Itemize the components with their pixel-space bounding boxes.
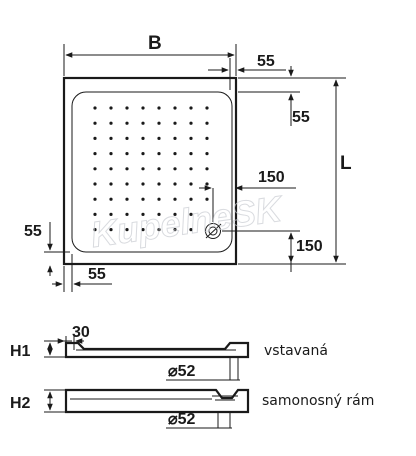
dim-drain-y-label: 150 — [296, 238, 323, 255]
anti-slip-dot — [189, 121, 193, 125]
anti-slip-dot — [173, 121, 177, 125]
anti-slip-dot — [205, 197, 209, 201]
anti-slip-dot — [189, 152, 193, 156]
dim-rim-bottom-label: 55 — [88, 266, 106, 283]
anti-slip-dot — [125, 182, 129, 186]
anti-slip-dot — [141, 182, 145, 186]
anti-slip-dot — [189, 212, 193, 216]
plan-view: B 55 55 L 150 150 55 — [24, 33, 352, 292]
anti-slip-dots — [93, 106, 209, 232]
dim-length-label: L — [340, 153, 352, 174]
anti-slip-dot — [109, 106, 113, 110]
anti-slip-dot — [173, 152, 177, 156]
anti-slip-dot — [205, 182, 209, 186]
anti-slip-dot — [93, 212, 97, 216]
anti-slip-dot — [189, 136, 193, 140]
anti-slip-dot — [141, 197, 145, 201]
built-in-description: vstavaná — [264, 343, 328, 359]
anti-slip-dot — [173, 197, 177, 201]
anti-slip-dot — [125, 136, 129, 140]
anti-slip-dot — [157, 136, 161, 140]
anti-slip-dot — [157, 212, 161, 216]
watermark: KupelneSK — [88, 187, 287, 255]
anti-slip-dot — [125, 106, 129, 110]
anti-slip-dot — [141, 106, 145, 110]
anti-slip-dot — [173, 136, 177, 140]
anti-slip-dot — [93, 167, 97, 171]
anti-slip-dot — [205, 136, 209, 140]
anti-slip-dot — [93, 228, 97, 232]
anti-slip-dot — [173, 106, 177, 110]
drain-diameter-1-label: ⌀52 — [168, 363, 196, 380]
anti-slip-dot — [93, 106, 97, 110]
anti-slip-dot — [125, 121, 129, 125]
anti-slip-dot — [189, 167, 193, 171]
dim-drain-x-label: 150 — [258, 169, 285, 186]
anti-slip-dot — [109, 228, 113, 232]
drain-diameter-2-label: ⌀52 — [168, 411, 196, 428]
anti-slip-dot — [109, 152, 113, 156]
tray-outline — [62, 76, 238, 266]
anti-slip-dot — [205, 106, 209, 110]
anti-slip-dot — [173, 228, 177, 232]
anti-slip-dot — [205, 121, 209, 125]
anti-slip-dot — [141, 212, 145, 216]
frame-tray-section — [64, 388, 250, 414]
height-h1-label: H1 — [10, 343, 31, 360]
profile-built-in: H1 30 ⌀52 vstavaná — [10, 324, 328, 381]
anti-slip-dot — [93, 121, 97, 125]
anti-slip-dot — [125, 152, 129, 156]
dim-rim-left-label: 55 — [24, 223, 42, 240]
anti-slip-dot — [125, 228, 129, 232]
anti-slip-dot — [109, 197, 113, 201]
frame-description: samonosný rám — [262, 393, 374, 409]
anti-slip-dot — [141, 167, 145, 171]
anti-slip-dot — [93, 197, 97, 201]
anti-slip-dot — [157, 167, 161, 171]
dim-rim-right-top-label: 55 — [292, 109, 310, 126]
tray-basin — [71, 91, 233, 253]
anti-slip-dot — [189, 182, 193, 186]
anti-slip-dot — [173, 182, 177, 186]
anti-slip-dot — [109, 121, 113, 125]
anti-slip-dot — [189, 228, 193, 232]
anti-slip-dot — [157, 106, 161, 110]
anti-slip-dot — [125, 167, 129, 171]
anti-slip-dot — [141, 152, 145, 156]
anti-slip-dot — [173, 167, 177, 171]
anti-slip-dot — [109, 182, 113, 186]
height-h2-label: H2 — [10, 395, 31, 412]
anti-slip-dot — [141, 136, 145, 140]
drain-icon — [205, 223, 222, 239]
rim-30-label: 30 — [72, 324, 90, 341]
anti-slip-dot — [157, 228, 161, 232]
anti-slip-dot — [141, 228, 145, 232]
dim-rim-top-right-label: 55 — [257, 53, 275, 70]
anti-slip-dot — [93, 152, 97, 156]
anti-slip-dot — [189, 197, 193, 201]
anti-slip-dot — [125, 197, 129, 201]
anti-slip-dot — [109, 212, 113, 216]
anti-slip-dot — [93, 182, 97, 186]
anti-slip-dot — [109, 136, 113, 140]
dim-width-label: B — [148, 33, 162, 54]
anti-slip-dot — [205, 167, 209, 171]
anti-slip-dot — [189, 106, 193, 110]
anti-slip-dot — [173, 212, 177, 216]
anti-slip-dot — [93, 136, 97, 140]
anti-slip-dot — [157, 152, 161, 156]
anti-slip-dot — [141, 121, 145, 125]
anti-slip-dot — [125, 212, 129, 216]
anti-slip-dot — [157, 197, 161, 201]
anti-slip-dot — [109, 167, 113, 171]
anti-slip-dot — [157, 121, 161, 125]
anti-slip-dot — [157, 182, 161, 186]
tray-section — [64, 341, 250, 359]
profile-frame: H2 ⌀52 samonosný rám — [10, 388, 374, 429]
anti-slip-dot — [205, 152, 209, 156]
